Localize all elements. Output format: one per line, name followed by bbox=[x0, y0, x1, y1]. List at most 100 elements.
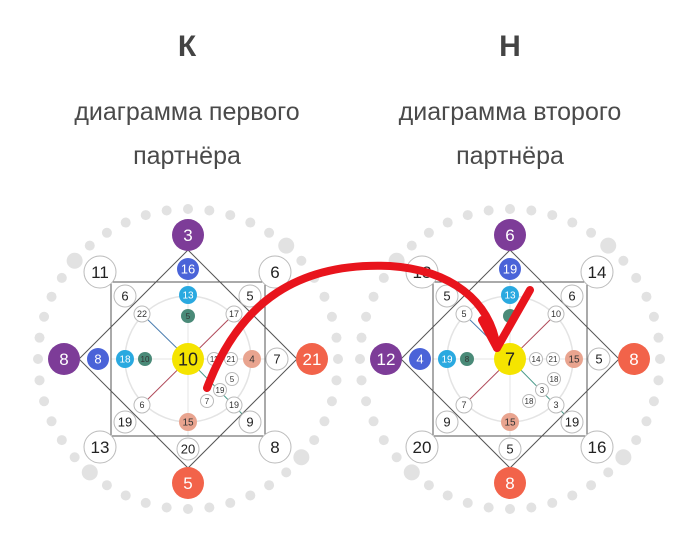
ring-dot bbox=[39, 311, 50, 322]
node-circle bbox=[181, 309, 195, 323]
node-circle bbox=[455, 305, 473, 323]
ring-dot bbox=[326, 311, 337, 322]
ring-dot bbox=[603, 467, 614, 478]
number-node: 3 bbox=[172, 219, 204, 251]
node-circle bbox=[138, 352, 152, 366]
node-value: 7 bbox=[505, 349, 515, 369]
node-circle bbox=[265, 347, 289, 371]
node-value: 10 bbox=[141, 355, 150, 364]
ring-dot bbox=[423, 227, 434, 238]
node-value: 8 bbox=[94, 352, 101, 367]
node-value: 15 bbox=[504, 418, 516, 429]
number-node: 3 bbox=[535, 383, 549, 397]
node-circle bbox=[494, 343, 526, 375]
number-node: 21 bbox=[224, 352, 238, 366]
ring-dot bbox=[319, 291, 330, 302]
node-circle bbox=[405, 430, 439, 464]
node-circle bbox=[501, 286, 519, 304]
number-node: 16 bbox=[177, 258, 199, 280]
ring-dot bbox=[641, 291, 652, 302]
ring-dot bbox=[526, 205, 537, 216]
red-arrow bbox=[203, 261, 501, 392]
number-node: 14 bbox=[580, 255, 614, 289]
number-node: 14 bbox=[529, 352, 543, 366]
ring-dot bbox=[183, 504, 193, 514]
ring-dot bbox=[140, 497, 151, 508]
number-node: 5 bbox=[172, 467, 204, 499]
number-node: 19 bbox=[113, 410, 137, 434]
node-circle bbox=[499, 258, 521, 280]
node-circle bbox=[409, 348, 431, 370]
node-value: 3 bbox=[540, 386, 545, 395]
number-node: 5 bbox=[238, 284, 262, 308]
ring-dot bbox=[120, 217, 131, 228]
node-value: 19 bbox=[441, 355, 453, 366]
number-node: 4 bbox=[243, 350, 261, 368]
number-node: 15 bbox=[501, 413, 519, 431]
node-circle bbox=[133, 305, 151, 323]
ring-dot bbox=[655, 354, 665, 364]
ring-dot bbox=[618, 255, 629, 266]
subtitle-line: партнёра bbox=[456, 142, 564, 170]
number-node: 13 bbox=[83, 430, 117, 464]
number-node: 5 bbox=[181, 309, 195, 323]
node-circle bbox=[179, 413, 197, 431]
ring-dot bbox=[526, 502, 537, 513]
ring-dot bbox=[293, 449, 310, 466]
ring-dot bbox=[356, 332, 367, 343]
node-value: 8 bbox=[270, 438, 279, 457]
node-value: 12 bbox=[377, 350, 396, 369]
ring-dot bbox=[140, 210, 151, 221]
number-node: 5 bbox=[498, 437, 522, 461]
ring-dot bbox=[161, 205, 172, 216]
node-circle bbox=[48, 343, 80, 375]
node-circle bbox=[560, 410, 584, 434]
node-value: 21 bbox=[549, 355, 558, 364]
subtitle-line: диаграмма второго bbox=[398, 98, 622, 126]
number-node: 6 bbox=[113, 284, 137, 308]
node-circle bbox=[83, 255, 117, 289]
ring-dot bbox=[600, 237, 617, 254]
node-value: 16 bbox=[588, 438, 607, 457]
node-circle bbox=[529, 352, 543, 366]
node-circle bbox=[580, 255, 614, 289]
node-value: 5 bbox=[506, 442, 513, 457]
ring-dot bbox=[66, 252, 83, 269]
number-node: 10 bbox=[172, 343, 204, 375]
ring-dot bbox=[161, 502, 172, 513]
ring-dot bbox=[368, 291, 379, 302]
node-value: 11 bbox=[210, 355, 219, 364]
node-circle bbox=[225, 372, 239, 386]
node-value: 18 bbox=[119, 355, 131, 366]
node-value: 19 bbox=[118, 415, 132, 430]
partner-2-subtitle: диаграмма второго партнёра bbox=[350, 90, 670, 178]
ring-dot bbox=[120, 490, 131, 501]
node-circle bbox=[83, 430, 117, 464]
node-circle bbox=[258, 255, 292, 289]
node-value: 21 bbox=[227, 355, 236, 364]
node-circle bbox=[565, 350, 583, 368]
number-node: 8 bbox=[87, 348, 109, 370]
number-node: 11 bbox=[83, 255, 117, 289]
node-value: 19 bbox=[229, 400, 239, 410]
subtitle-line: партнёра bbox=[133, 142, 241, 170]
node-circle bbox=[501, 413, 519, 431]
node-circle bbox=[560, 284, 584, 308]
ring-dot bbox=[46, 291, 57, 302]
node-value: 18 bbox=[525, 397, 534, 406]
number-node: 15 bbox=[179, 413, 197, 431]
node-circle bbox=[580, 430, 614, 464]
node-value: 9 bbox=[246, 415, 253, 430]
node-circle bbox=[172, 343, 204, 375]
node-circle bbox=[494, 219, 526, 251]
ring-dot bbox=[615, 449, 632, 466]
number-node: 18 bbox=[116, 350, 134, 368]
ring-dot bbox=[101, 227, 112, 238]
node-circle bbox=[547, 372, 561, 386]
ring-dot bbox=[483, 205, 494, 216]
node-value: 6 bbox=[505, 226, 514, 245]
ring-dot bbox=[204, 205, 215, 216]
node-value: 6 bbox=[121, 289, 128, 304]
node-value: 5 bbox=[461, 309, 466, 319]
ring-dot bbox=[245, 217, 256, 228]
